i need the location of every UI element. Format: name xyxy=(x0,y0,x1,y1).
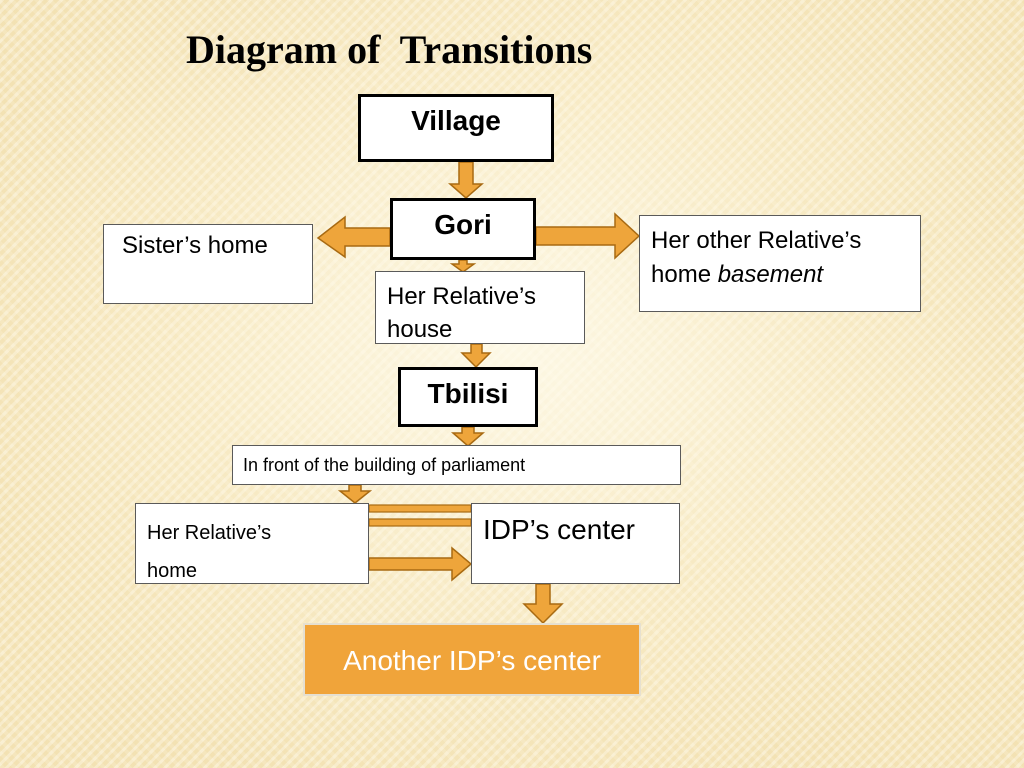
node-relative-house: Her Relative’s house xyxy=(375,271,585,344)
node-parliament-label: In front of the building of parliament xyxy=(243,455,526,475)
node-sister-home-label: Sister’s home xyxy=(122,232,268,259)
arrow-idp-to-another-idp xyxy=(522,583,564,625)
diagram-title: Diagram of Transitions xyxy=(186,27,593,72)
node-tbilisi: Tbilisi xyxy=(398,367,538,427)
node-sister-home: Sister’s home xyxy=(103,224,313,304)
connector-bar-top xyxy=(368,504,472,513)
arrow-village-to-gori xyxy=(448,161,484,199)
node-village: Village xyxy=(358,94,554,162)
node-gori: Gori xyxy=(390,198,536,260)
node-tbilisi-label: Tbilisi xyxy=(427,378,509,409)
node-other-relative-home: Her other Relative’s home basement xyxy=(639,215,921,312)
node-idp-center: IDP’s center xyxy=(471,503,680,584)
arrow-relative-home-to-idp-center xyxy=(368,546,473,582)
arrow-gori-to-sister-home xyxy=(316,215,391,259)
arrow-gori-to-relative-house xyxy=(449,259,477,273)
node-idp-center-label: IDP’s center xyxy=(483,514,635,545)
arrow-tbilisi-to-parliament xyxy=(450,426,486,447)
node-relative-house-label: Her Relative’s house xyxy=(387,283,536,343)
node-another-idp-center: Another IDP’s center xyxy=(303,623,641,696)
node-other-relative-home-emphasis: basement xyxy=(717,261,824,288)
arrow-gori-to-other-relative xyxy=(535,212,641,260)
node-village-label: Village xyxy=(411,105,501,136)
node-other-relative-home-label: Her other Relative’s home xyxy=(651,227,862,288)
node-relative-home: Her Relative’s home xyxy=(135,503,369,584)
node-parliament: In front of the building of parliament xyxy=(232,445,681,485)
node-another-idp-center-label: Another IDP’s center xyxy=(343,645,601,676)
node-relative-home-line1: Her Relative’s xyxy=(147,522,272,544)
connector-bar-middle xyxy=(368,518,472,527)
node-gori-label: Gori xyxy=(434,209,492,240)
node-relative-home-line2: home xyxy=(147,560,198,582)
arrow-parliament-to-relative-home xyxy=(337,484,373,504)
arrow-relative-house-to-tbilisi xyxy=(460,343,492,369)
